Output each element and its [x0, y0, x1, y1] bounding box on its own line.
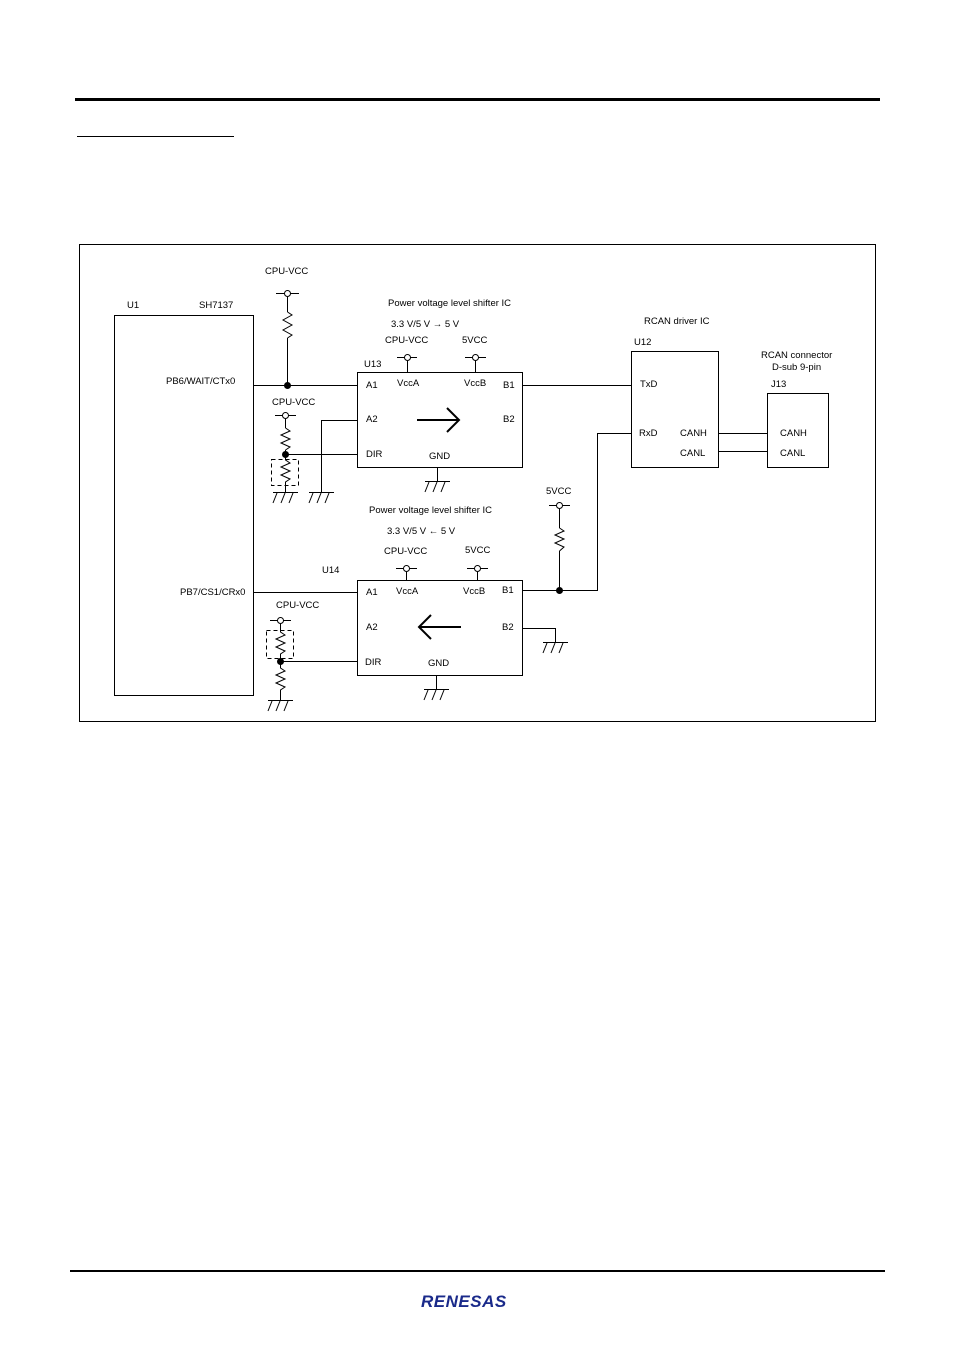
u13-vccb-terminal-icon	[465, 354, 486, 372]
j13-block	[767, 393, 829, 468]
pullup-top-terminal-icon	[276, 290, 299, 297]
wire-u13-a2-ground	[321, 420, 357, 492]
u14-vccb-terminal-icon	[467, 565, 488, 580]
u14-b2-ground-icon	[542, 642, 568, 654]
u14-pin-vccb: VccB	[463, 586, 485, 597]
u14-ground-icon	[423, 675, 449, 701]
u14-pin-gnd: GND	[428, 658, 449, 669]
u14-vccb-label: 5VCC	[465, 545, 490, 556]
j13-title-line1: RCAN connector	[761, 350, 832, 361]
u12-block	[631, 351, 719, 468]
u12-pin-rxd: RxD	[639, 428, 658, 439]
u13-vccb-label: 5VCC	[462, 335, 487, 346]
u13-vcca-label: CPU-VCC	[385, 335, 428, 346]
u14-vcca-terminal-icon	[396, 565, 417, 580]
pullup-u14-dir-terminal-icon	[270, 617, 291, 624]
pulldown-u13-dir-ground-icon	[272, 492, 298, 504]
u13-ground-icon	[424, 467, 450, 493]
renesas-logo-text: RENESAS	[421, 1292, 507, 1311]
u14-ref: U14	[322, 565, 339, 576]
u14-pin-dir: DIR	[365, 657, 382, 668]
u14-pin-b2: B2	[502, 622, 514, 633]
u12-pin-txd: TxD	[640, 379, 658, 390]
u14-title: Power voltage level shifter IC	[369, 505, 492, 516]
u13-arrow-right-icon	[417, 407, 461, 433]
u13-pin-a1: A1	[366, 380, 378, 391]
u12-ref: U12	[634, 337, 651, 348]
j13-ref: J13	[771, 379, 786, 390]
pullup-rxd-terminal-icon	[549, 502, 570, 509]
u13-title: Power voltage level shifter IC	[388, 298, 511, 309]
u13-pin-a2: A2	[366, 414, 378, 425]
u13-direction: 3.3 V/5 V → 5 V	[391, 319, 460, 330]
u13-pin-b2: B2	[503, 414, 515, 425]
footer-rule	[70, 1270, 885, 1272]
u13-pin-vcca: VccA	[397, 378, 420, 389]
u13-ref: U13	[364, 359, 381, 370]
u1-pin-tx: PB6/WAIT/CTx0	[166, 376, 235, 387]
pulldown-u14-dir-ground-icon	[267, 700, 293, 712]
pulldown-u13-dir-resistor-icon	[279, 456, 292, 492]
u1-block	[114, 315, 254, 696]
u1-part: SH7137	[199, 300, 233, 311]
u14-vcca-label: CPU-VCC	[384, 546, 427, 557]
u14-direction: 3.3 V/5 V ← 5 V	[387, 526, 456, 537]
u13-a2-ground-icon	[308, 492, 334, 504]
u1-ref: U1	[127, 300, 139, 311]
pullup-u13-dir-label: CPU-VCC	[272, 397, 315, 408]
u1-pin-rx: PB7/CS1/CRx0	[180, 587, 245, 598]
u12-pin-canl: CANL	[680, 448, 705, 459]
section-heading-underline	[77, 136, 234, 137]
j13-pin-canh: CANH	[780, 428, 807, 439]
diagram-frame	[79, 244, 876, 722]
j13-title-line2: D-sub 9-pin	[772, 362, 821, 373]
header-rule	[75, 98, 880, 101]
u13-pin-gnd: GND	[429, 451, 450, 462]
pullup-rxd-resistor-icon	[553, 527, 566, 552]
u13-vcca-terminal-icon	[397, 354, 417, 372]
junction-dot-rxd	[556, 587, 563, 594]
u12-pin-canh: CANH	[680, 428, 707, 439]
u14-pin-a2: A2	[366, 622, 378, 633]
pullup-u14-dir-label: CPU-VCC	[276, 600, 319, 611]
u12-title: RCAN driver IC	[644, 316, 710, 327]
pullup-top-label: CPU-VCC	[265, 266, 308, 277]
u13-pin-b1: B1	[503, 380, 515, 391]
u14-pin-b1: B1	[502, 585, 514, 596]
pullup-u13-dir-resistor-icon	[279, 427, 292, 451]
pullup-u13-dir-terminal-icon	[275, 412, 296, 419]
u14-pin-a1: A1	[366, 587, 378, 598]
pulldown-u14-dir-resistor-icon	[274, 663, 287, 700]
can-interface-circuit-diagram: U1 SH7137 PB6/WAIT/CTx0 PB7/CS1/CRx0 CPU…	[79, 244, 876, 722]
wire-rxd	[522, 433, 631, 591]
u13-pin-vccb: VccB	[464, 378, 486, 389]
pullup-rxd-label: 5VCC	[546, 486, 571, 497]
u13-pin-dir: DIR	[366, 449, 383, 460]
j13-pin-canl: CANL	[780, 448, 805, 459]
u14-arrow-left-icon	[417, 614, 461, 640]
renesas-logo: RENESAS	[420, 1290, 534, 1312]
wire-u14-b2-ground	[522, 628, 556, 642]
u14-pin-vcca: VccA	[396, 586, 419, 597]
u13-dir-optional-resistor-outline	[271, 459, 299, 486]
pullup-top-resistor-icon	[281, 311, 294, 339]
pullup-u14-dir-resistor-icon	[274, 624, 287, 662]
